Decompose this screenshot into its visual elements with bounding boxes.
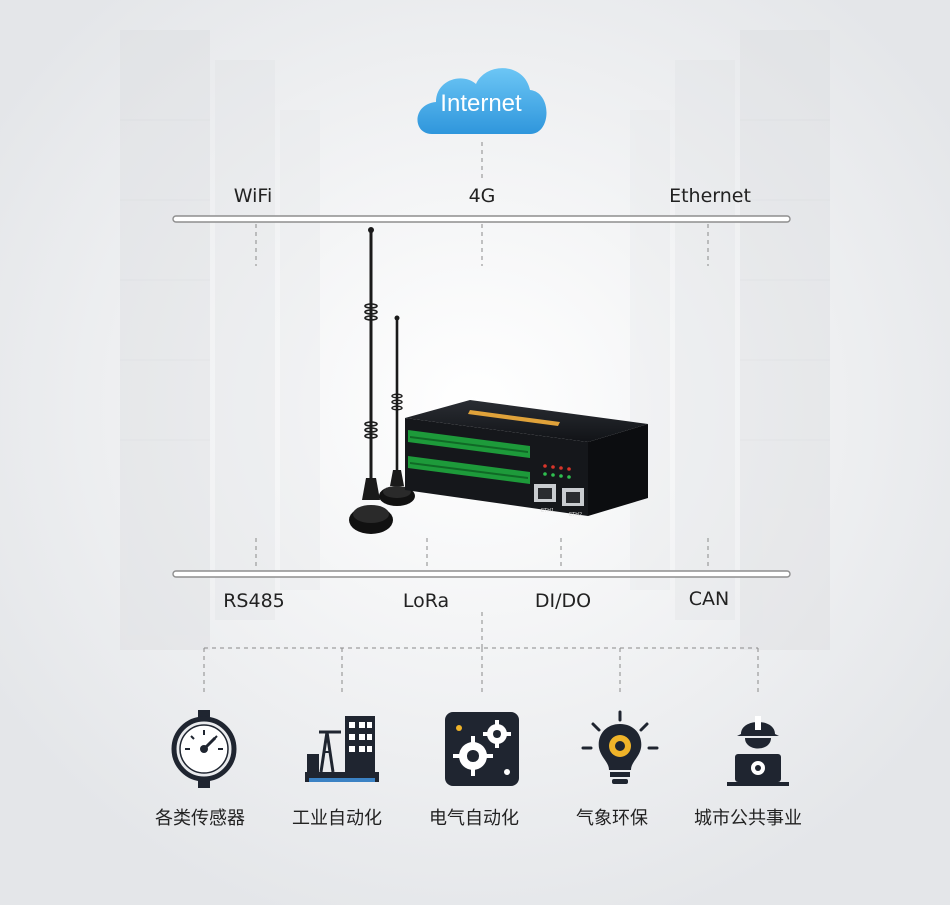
downlink-dido-label: DI/DO bbox=[534, 590, 592, 612]
gears-icon bbox=[445, 712, 519, 786]
uplink-wifi-label: WiFi bbox=[233, 185, 273, 207]
engineer-icon bbox=[727, 716, 789, 786]
port-eth2-label: ETH2 bbox=[569, 512, 583, 518]
downlink-connectors bbox=[255, 538, 709, 568]
downlink-rs485-label: RS485 bbox=[223, 590, 285, 612]
ethernet-port-icon bbox=[534, 484, 584, 506]
downlink-bus bbox=[172, 570, 791, 578]
lightbulb-gear-icon bbox=[581, 710, 659, 784]
uplink-4g-label: 4G bbox=[468, 185, 496, 207]
industrial-plant-icon bbox=[305, 716, 379, 782]
app-sensors-label: 各类传感器 bbox=[155, 808, 245, 829]
application-tree bbox=[203, 612, 759, 694]
antenna-right bbox=[379, 315, 415, 506]
port-eth1-label: ETH1 bbox=[541, 508, 555, 514]
internet-cloud-icon bbox=[417, 68, 547, 134]
uplink-connectors bbox=[255, 224, 709, 266]
uplink-bus bbox=[172, 215, 791, 223]
uplink-ethernet-label: Ethernet bbox=[669, 185, 751, 207]
app-electrical-automation-label: 电气自动化 bbox=[429, 808, 519, 829]
gateway-device bbox=[405, 400, 648, 516]
app-meteorology-environment-label: 气象环保 bbox=[576, 808, 648, 829]
app-public-utilities-label: 城市公共事业 bbox=[694, 808, 802, 829]
pressure-gauge-icon bbox=[171, 710, 237, 788]
internet-label: Internet bbox=[440, 90, 522, 117]
downlink-lora-label: LoRa bbox=[402, 590, 450, 612]
downlink-can-label: CAN bbox=[688, 588, 730, 610]
app-industrial-automation-label: 工业自动化 bbox=[292, 808, 382, 829]
antenna-left bbox=[349, 227, 393, 534]
server-rack-background bbox=[120, 30, 830, 650]
